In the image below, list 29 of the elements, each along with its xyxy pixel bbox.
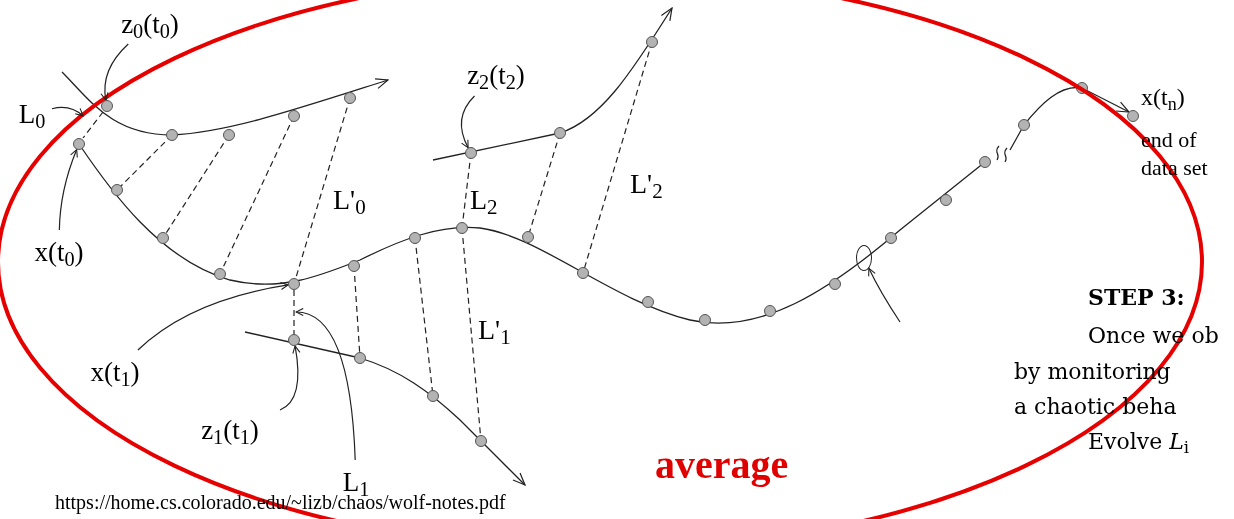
segment-label: L'$_{0}$ <box>333 183 366 217</box>
data-point <box>288 278 300 290</box>
body-text: a chaotic beha <box>1014 393 1177 421</box>
body-text: Evolve L$_{i}$ <box>1088 428 1190 456</box>
annotation-text: average <box>655 441 789 489</box>
distance-line <box>292 290 296 334</box>
leader-line <box>58 148 78 231</box>
leader-line <box>279 345 301 411</box>
leader-line <box>868 267 901 323</box>
data-point <box>73 138 85 150</box>
segment-label: L'$_{2}$ <box>630 167 663 201</box>
point-label: z$_{1}$(t$_{1}$) <box>180 408 280 452</box>
point-label: z$_{0}$(t$_{0}$) <box>100 4 200 44</box>
data-point <box>465 147 477 159</box>
distance-line <box>83 112 103 138</box>
data-point <box>288 334 300 346</box>
leader-line <box>100 43 129 101</box>
segment-label: L'$_{1}$ <box>478 313 511 347</box>
point-label: x(t$_{0}$) <box>20 230 98 274</box>
point-label: x(t$_{1}$) <box>76 350 154 394</box>
leader-line <box>295 308 356 461</box>
point-label: x(t$_{n}$) <box>1141 83 1185 112</box>
point-label: z$_{2}$(t$_{2}$) <box>446 54 546 96</box>
leader-line <box>51 106 84 117</box>
leader-line <box>460 95 476 149</box>
segment-label: L$_{2}$ <box>470 183 498 217</box>
leader-line <box>137 282 289 351</box>
step-heading: STEP 3: <box>1088 284 1185 312</box>
point-label: L$_{0}$ <box>12 92 52 136</box>
